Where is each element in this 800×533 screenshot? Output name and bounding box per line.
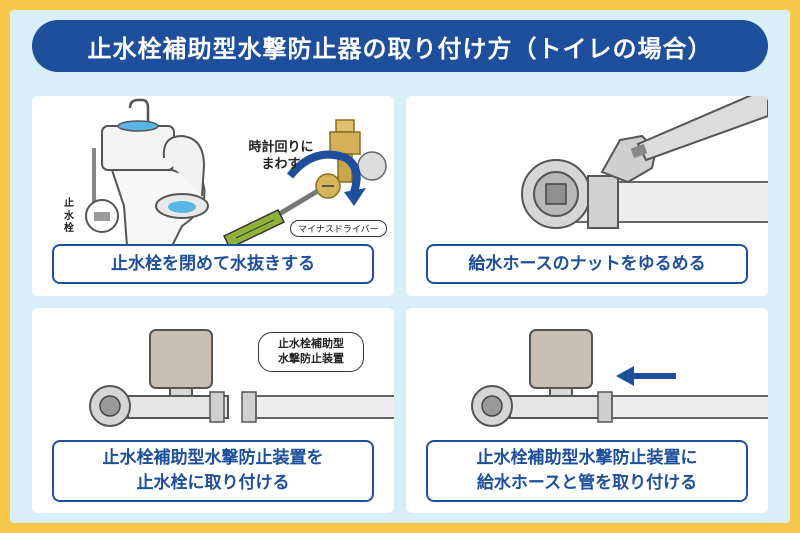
arrow-left-icon <box>616 366 676 386</box>
step-3-caption-line-2: 止水栓に取り付ける <box>136 473 290 493</box>
assembled-icon <box>471 329 768 427</box>
pipe-icon <box>521 96 768 229</box>
rotate-arrow-icon <box>286 150 361 194</box>
step-3-caption-line-1: 止水栓補助型水撃防止装置を <box>102 448 324 469</box>
device-label: 止水栓補助型 水撃防止装置 <box>258 332 364 372</box>
step-4-caption-line-2: 給水ホースと管を取り付ける <box>476 473 698 493</box>
step-4-caption-line-1: 止水栓補助型水撃防止装置に <box>476 448 698 469</box>
screwdriver-label: マイナスドライバー <box>290 220 387 237</box>
step-2-panel: 給水ホースのナットをゆるめる <box>406 96 768 296</box>
step-1-panel: 時計回りに まわす マイナスドライバー 止水栓 止水栓を閉めて水抜きする <box>32 96 394 296</box>
turn-label-line-2: まわす <box>261 156 301 172</box>
step-3-caption: 止水栓補助型水撃防止装置を 止水栓に取り付ける <box>52 440 374 502</box>
diagram-frame: 止水栓補助型水撃防止器の取り付け方（トイレの場合） <box>10 10 790 523</box>
screwdriver-icon <box>222 189 319 249</box>
step-1-caption: 止水栓を閉めて水抜きする <box>52 244 374 284</box>
stop-valve-label: 止水栓 <box>64 198 74 234</box>
device-label-line-1: 止水栓補助型 <box>278 337 344 350</box>
wrench-icon <box>600 96 768 184</box>
step-1-caption-line-1: 止水栓を閉めて水抜きする <box>111 253 315 274</box>
page-title: 止水栓補助型水撃防止器の取り付け方（トイレの場合） <box>32 20 768 72</box>
device-label-line-2: 水撃防止装置 <box>278 351 344 365</box>
step-4-caption: 止水栓補助型水撃防止装置に 給水ホースと管を取り付ける <box>426 440 748 502</box>
turn-label-line-1: 時計回りに <box>248 140 314 155</box>
toilet-icon <box>85 98 387 249</box>
device-icon <box>89 329 394 427</box>
step-4-panel: 止水栓補助型水撃防止装置に 給水ホースと管を取り付ける <box>406 308 768 513</box>
stop-valve-icon <box>315 119 387 199</box>
turn-label: 時計回りに まわす <box>242 140 320 174</box>
step-3-panel: 止水栓補助型 水撃防止装置 止水栓補助型水撃防止装置を 止水栓に取り付ける <box>32 308 394 513</box>
step-2-caption-line-1: 給水ホースのナットをゆるめる <box>468 253 706 274</box>
step-2-caption: 給水ホースのナットをゆるめる <box>426 244 748 284</box>
